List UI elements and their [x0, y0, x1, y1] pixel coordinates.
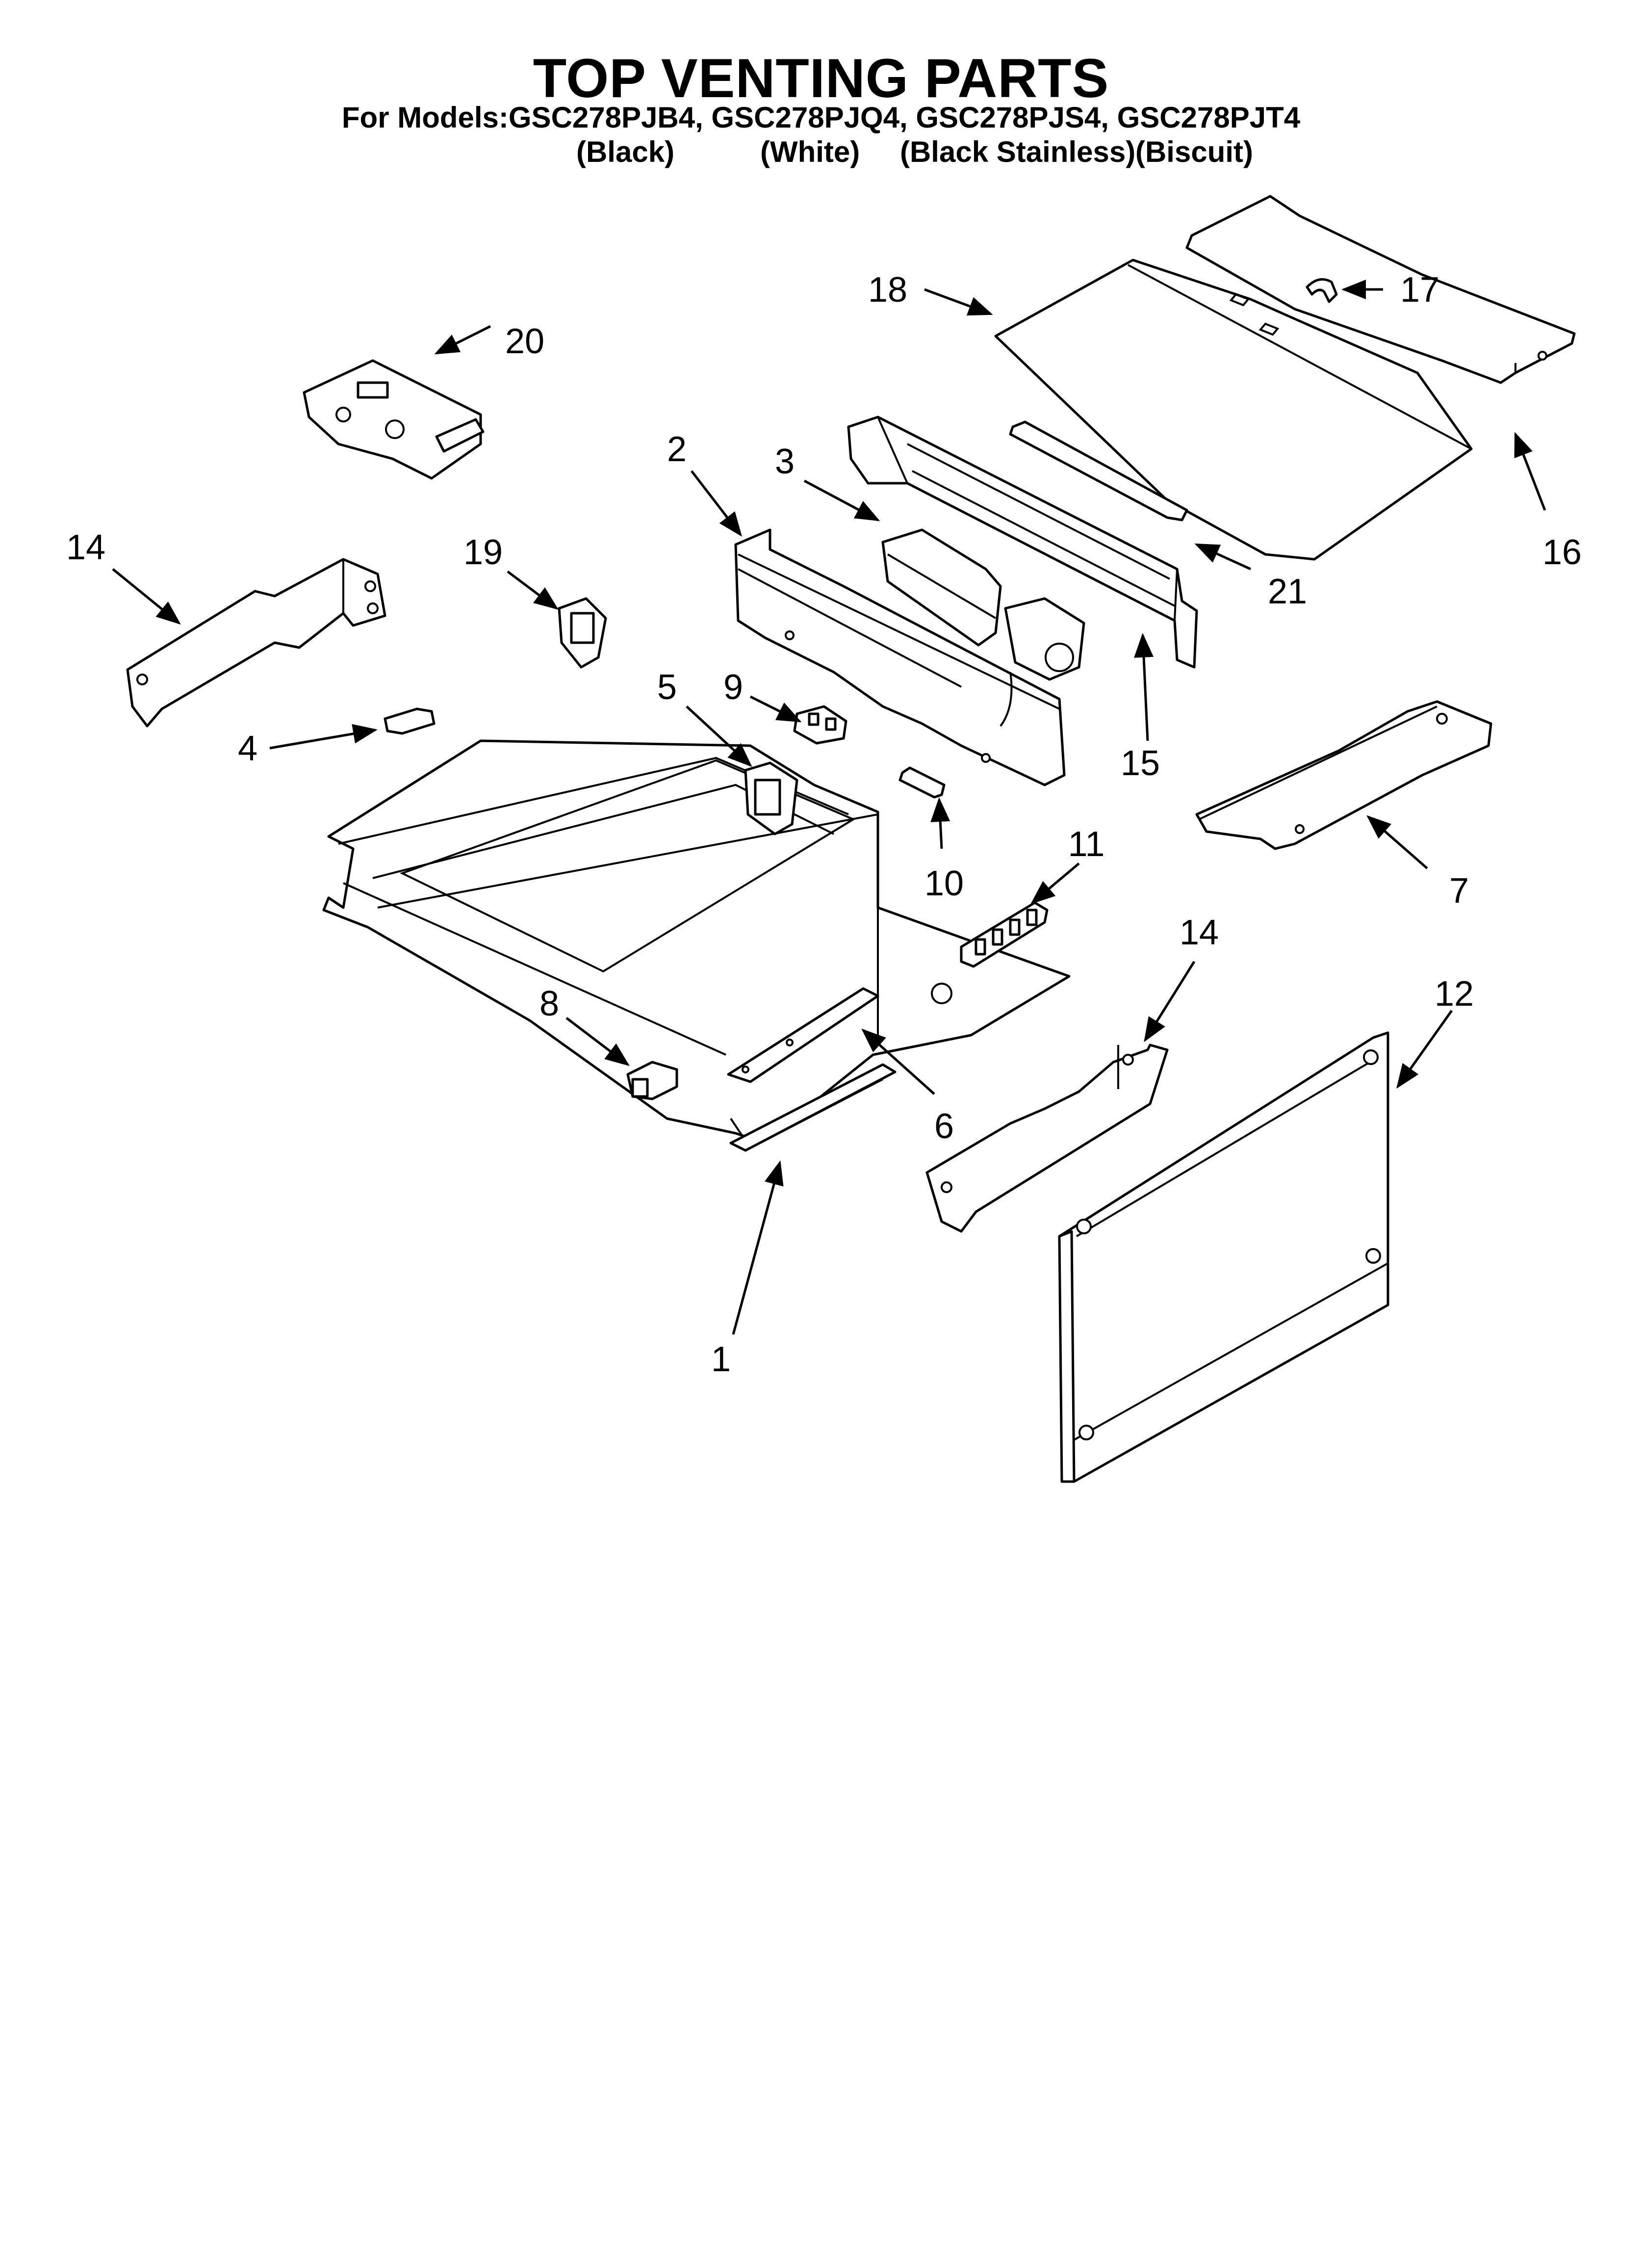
leader-18	[924, 288, 993, 316]
part-3-fan-assembly	[881, 528, 1085, 727]
variant-label-biscuit: (Biscuit)	[1135, 135, 1253, 168]
callout-15: 15	[1121, 744, 1160, 783]
variant-label-black: (Black)	[576, 135, 675, 168]
leader-12	[1396, 1010, 1453, 1089]
page-title: TOP VENTING PARTS	[533, 48, 1109, 109]
leader-20	[434, 325, 491, 355]
callout-7: 7	[1449, 871, 1469, 911]
callout-2: 2	[667, 430, 687, 469]
leader-6	[861, 1028, 935, 1095]
leader-2	[691, 470, 743, 537]
callout-6: 6	[934, 1107, 954, 1146]
leader-5	[686, 705, 752, 767]
part-2-vent-channel	[734, 528, 1066, 786]
part-21-gasket-strip	[1009, 420, 1188, 521]
callout-3: 3	[775, 442, 795, 481]
leader-21	[1194, 543, 1252, 571]
callout-17: 17	[1400, 270, 1439, 310]
callout-11: 11	[1068, 825, 1105, 864]
leader-15	[1134, 633, 1154, 741]
leader-7	[1366, 815, 1428, 869]
callout-14-left: 14	[66, 528, 105, 567]
leader-14-left	[112, 568, 181, 625]
part-19-switch	[558, 597, 607, 669]
part-18-insulation-sheet	[994, 259, 1473, 561]
part-1-vent-housing	[322, 739, 1071, 1149]
leader-8	[565, 1017, 630, 1067]
part-9-terminal-block	[793, 705, 847, 745]
callout-19: 19	[463, 533, 503, 572]
callout-labels: 1 2 3 4 5 6 7 8 9 10 11 12 14 14 15 16 1…	[66, 270, 1582, 1379]
callout-18: 18	[868, 270, 907, 310]
callout-1: 1	[711, 1340, 731, 1379]
part-4-clip	[384, 707, 436, 735]
leader-14-right	[1144, 961, 1196, 1043]
part-17-clip	[1306, 278, 1338, 303]
leader-16	[1514, 432, 1546, 511]
leader-lines	[112, 280, 1546, 1335]
callout-12: 12	[1435, 974, 1474, 1014]
leader-4	[269, 724, 378, 750]
callout-14-right: 14	[1180, 913, 1219, 952]
leader-9	[749, 695, 802, 723]
callout-10: 10	[924, 864, 964, 903]
part-14-side-bracket-right	[925, 1043, 1169, 1233]
callout-4: 4	[238, 729, 257, 768]
callout-8: 8	[539, 984, 559, 1023]
models-line: For Models:GSC278PJB4, GSC278PJQ4, GSC27…	[341, 101, 1301, 134]
leader-10	[930, 797, 950, 849]
leader-19	[507, 571, 559, 610]
part-1-lower-rail	[729, 1063, 897, 1152]
callout-21: 21	[1268, 572, 1307, 611]
part-20-control-board	[303, 359, 485, 480]
part-5-switch	[744, 761, 798, 835]
part-14-side-bracket-left	[126, 558, 386, 728]
variant-label-white: (White)	[760, 135, 860, 168]
callout-5: 5	[657, 668, 677, 707]
callout-16: 16	[1542, 533, 1582, 572]
callout-20: 20	[505, 322, 544, 361]
callout-9: 9	[723, 668, 743, 707]
part-7-cover-plate	[1195, 700, 1492, 850]
part-8-thermostat	[626, 1061, 678, 1100]
leader-3	[803, 479, 880, 521]
part-10-fuse	[898, 766, 946, 799]
variant-label-black-stainless: (Black Stainless)	[900, 135, 1136, 168]
leader-1	[732, 1160, 784, 1335]
part-15-vent-panel	[847, 416, 1198, 669]
part-6-side-rail	[727, 987, 879, 1083]
part-12-back-panel	[1058, 1031, 1389, 1483]
leader-11	[1030, 862, 1080, 905]
